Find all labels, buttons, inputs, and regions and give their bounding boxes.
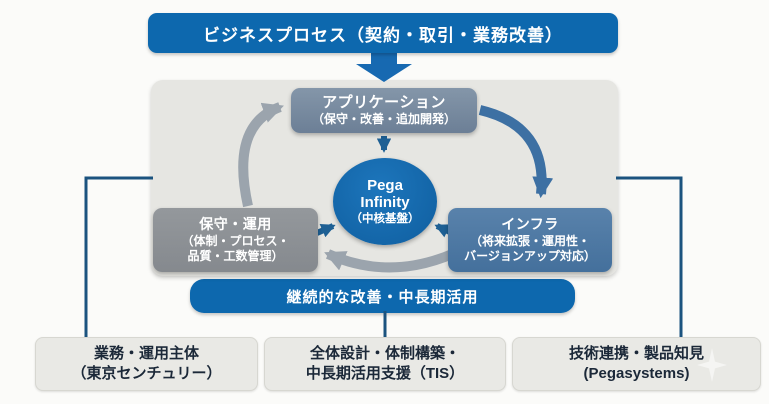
role-box-tis: 全体設計・体制構築・ 中長期活用支援（TIS） xyxy=(264,337,506,391)
infra-line3: バージョンアップ対応） xyxy=(464,248,596,263)
band-label: 継続的な改善・中長期活用 xyxy=(286,288,479,306)
role2-line2: 中長期活用支援（TIS） xyxy=(305,365,465,382)
application-title: アプリケーション xyxy=(322,93,446,111)
connector-left xyxy=(84,176,153,337)
role-box-tokyo-century: 業務・運用主体 （東京センチュリー） xyxy=(35,337,258,391)
role1-line2: （東京センチュリー） xyxy=(71,365,222,382)
core-line2: Infinity xyxy=(360,194,410,212)
banner-down-arrow xyxy=(356,53,412,82)
business-process-banner: ビジネスプロセス（契約・取引・業務改善） xyxy=(148,13,618,53)
operations-line3: 品質・工数管理） xyxy=(187,248,284,263)
pega-infinity-circle: Pega Infinity （中核基盤） xyxy=(333,158,437,245)
operations-box: 保守・運用 （体制・プロセス・ 品質・工数管理） xyxy=(153,208,318,272)
infra-title: インフラ xyxy=(501,216,559,233)
connector-right xyxy=(616,176,683,337)
infra-box: インフラ （将来拡張・運用性・ バージョンアップ対応） xyxy=(448,208,612,272)
operations-title: 保守・運用 xyxy=(199,216,272,233)
core-line1: Pega xyxy=(367,177,403,195)
role1-line1: 業務・運用主体 xyxy=(93,344,199,362)
application-box: アプリケーション （保守・改善・追加開発） xyxy=(291,88,477,133)
role3-line1: 技術連携・製品知見 xyxy=(568,344,704,362)
role2-line1: 全体設計・体制構築・ xyxy=(309,344,460,362)
banner-label: ビジネスプロセス（契約・取引・業務改善） xyxy=(203,25,563,45)
role3-line2: (Pegasystems) xyxy=(583,365,690,382)
infra-line2: （将来拡張・運用性・ xyxy=(469,233,590,248)
operations-line2: （体制・プロセス・ xyxy=(181,233,290,248)
application-subtitle: （保守・改善・追加開発） xyxy=(311,112,456,127)
role-box-pegasystems: 技術連携・製品知見 (Pegasystems) xyxy=(512,337,761,391)
continuous-improvement-band: 継続的な改善・中長期活用 xyxy=(190,279,575,313)
core-line3: （中核基盤） xyxy=(350,212,420,225)
